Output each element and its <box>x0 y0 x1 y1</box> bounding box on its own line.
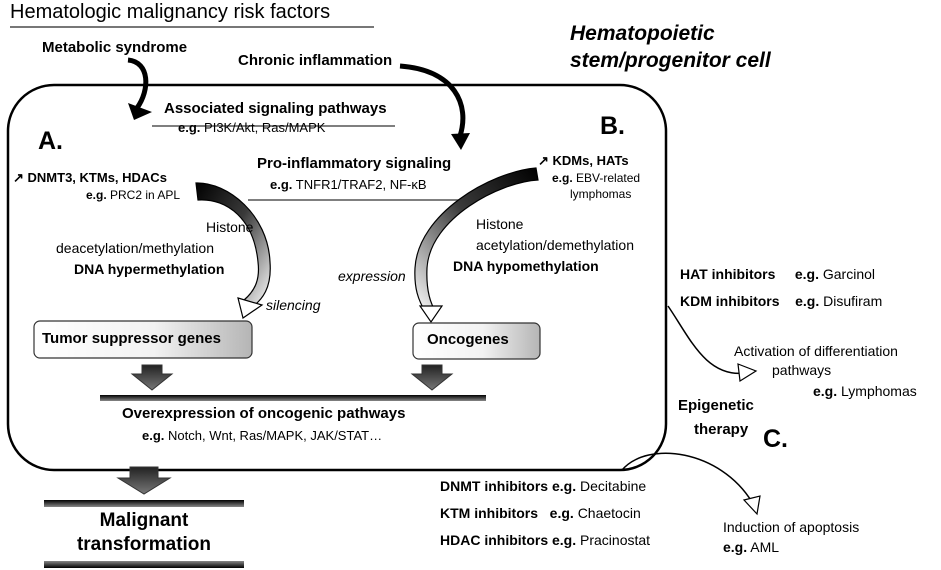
section-b-enzymes-text: KDMs, HATs <box>552 153 629 168</box>
section-b-eg: e.g. <box>552 171 573 185</box>
proinflammatory-examples: e.g. TNFR1/TRAF2, NF-κB <box>270 177 427 192</box>
overexpression-examples-text: Notch, Wnt, Ras/MAPK, JAK/STAT… <box>168 428 383 443</box>
section-c-label: C. <box>763 425 788 453</box>
apoptosis-line1: Induction of apoptosis <box>723 519 860 535</box>
metabolic-arrow <box>127 57 149 110</box>
activation-example-text: Lymphomas <box>841 383 917 399</box>
activation-arrow <box>667 305 747 375</box>
chronic-inflammation-label: Chronic inflammation <box>238 52 393 69</box>
proinflammatory-title: Pro-inflammatory signaling <box>257 155 452 172</box>
section-b-example: e.g. EBV-related <box>552 171 640 185</box>
overexpression-examples: e.g. Notch, Wnt, Ras/MAPK, JAK/STAT… <box>142 428 382 443</box>
metabolic-syndrome-label: Metabolic syndrome <box>42 39 188 56</box>
section-b-example-line2: lymphomas <box>570 187 632 201</box>
associated-pathways-title: Associated signaling pathways <box>164 100 387 117</box>
section-a-dna: DNA hypermethylation <box>74 261 225 277</box>
hdac-inhibitors-row: HDAC inhibitors e.g. Pracinostat <box>440 532 650 548</box>
apoptosis-arrow-head <box>742 495 761 516</box>
associated-examples-text: PI3K/Akt, Ras/MAPK <box>204 120 326 135</box>
section-a-mechanism: deacetylation/methylation <box>56 240 214 256</box>
expression-arrow-head <box>418 305 444 324</box>
malignant-top-bar <box>44 500 244 507</box>
apoptosis-eg: e.g. <box>723 539 748 555</box>
section-a-histone: Histone <box>206 219 254 235</box>
apoptosis-arrow <box>621 452 753 503</box>
dnmt-inhibitors-label: DNMT inhibitors <box>440 478 549 494</box>
up-arrow-icon: ↗ <box>538 153 549 168</box>
cell-title-line1: Hematopoietic <box>570 22 715 45</box>
inflammation-arrow-head <box>451 133 470 150</box>
hat-inhibitors-row: HAT inhibitors e.g. Garcinol <box>680 266 875 282</box>
ktm-example: Chaetocin <box>577 505 641 521</box>
malignant-down-arrow <box>116 466 172 495</box>
hdac-eg: e.g. <box>552 532 577 548</box>
section-b-histone: Histone <box>476 216 524 232</box>
metabolic-arrow-head <box>128 103 152 120</box>
section-a-label: A. <box>38 127 63 155</box>
hat-eg: e.g. <box>794 266 819 282</box>
kdm-inhibitors-label: KDM inhibitors <box>680 293 780 309</box>
proinflammatory-eg: e.g. <box>270 177 293 192</box>
section-a-example-text: PRC2 in APL <box>110 188 181 202</box>
ktm-eg: e.g. <box>549 505 574 521</box>
silencing-label: silencing <box>266 297 321 313</box>
inflammation-arrow <box>399 63 466 137</box>
hdac-example: Pracinostat <box>580 532 651 548</box>
hdac-inhibitors-label: HDAC inhibitors <box>440 532 549 548</box>
section-b-dna: DNA hypomethylation <box>453 258 599 274</box>
oncogenes-label: Oncogenes <box>427 331 509 348</box>
section-b-mechanism: acetylation/demethylation <box>476 237 634 253</box>
malignant-line2: transformation <box>76 534 212 555</box>
cell-title-line2: stem/progenitor cell <box>570 49 771 72</box>
tumor-suppressor-down-arrow <box>130 364 174 391</box>
overexpression-bar <box>100 395 486 401</box>
overexpression-title: Overexpression of oncogenic pathways <box>122 405 406 422</box>
tumor-suppressor-label: Tumor suppressor genes <box>42 330 221 347</box>
malignant-line1: Malignant <box>99 510 189 531</box>
oncogenes-box <box>412 322 541 360</box>
section-a-example: e.g. PRC2 in APL <box>86 188 180 202</box>
expression-label: expression <box>338 268 406 284</box>
malignant-bottom-bar <box>44 561 244 568</box>
activation-line1: Activation of differentiation <box>734 343 898 359</box>
section-b-enzymes: ↗ KDMs, HATs <box>538 153 629 169</box>
ktm-inhibitors-label: KTM inhibitors <box>440 505 538 521</box>
section-a-enzymes-text: DNMT3, KTMs, HDACs <box>27 170 167 185</box>
dnmt-example: Decitabine <box>580 478 647 494</box>
section-a-eg: e.g. <box>86 188 107 202</box>
associated-pathways-examples: e.g. PI3K/Akt, Ras/MAPK <box>178 120 325 135</box>
ktm-inhibitors-row: KTM inhibitors e.g. Chaetocin <box>440 505 641 521</box>
activation-arrow-head <box>737 363 758 383</box>
activation-line2: pathways <box>772 362 832 378</box>
kdm-example: Disufiram <box>823 293 883 309</box>
section-b-label: B. <box>600 112 625 140</box>
epigenetic-therapy-line2: therapy <box>694 421 749 438</box>
associated-eg: e.g. <box>178 120 201 135</box>
activation-eg: e.g. <box>813 383 838 399</box>
epigenetic-therapy-line1: Epigenetic <box>678 397 754 414</box>
dnmt-eg: e.g. <box>552 478 577 494</box>
apoptosis-example-text: AML <box>750 539 780 555</box>
silencing-arrow-head <box>237 297 264 319</box>
section-b-example-line1: EBV-related <box>576 171 641 185</box>
diagram-title: Hematologic malignancy risk factors <box>10 1 331 23</box>
apoptosis-example: e.g. AML <box>723 539 779 555</box>
up-arrow-icon: ↗ <box>13 170 24 185</box>
hat-inhibitors-label: HAT inhibitors <box>680 266 776 282</box>
proinflammatory-examples-text: TNFR1/TRAF2, NF-κB <box>295 177 427 192</box>
tumor-suppressor-box <box>33 320 253 359</box>
dnmt-inhibitors-row: DNMT inhibitors e.g. Decitabine <box>440 478 646 494</box>
activation-example: e.g. Lymphomas <box>813 383 917 399</box>
section-a-enzymes: ↗ DNMT3, KTMs, HDACs <box>13 170 167 186</box>
kdm-inhibitors-row: KDM inhibitors e.g. Disufiram <box>680 293 882 309</box>
kdm-eg: e.g. <box>795 293 820 309</box>
hat-example: Garcinol <box>822 266 876 282</box>
cell-boundary <box>6 83 668 472</box>
overexpression-eg: e.g. <box>142 428 165 443</box>
oncogenes-down-arrow <box>410 364 454 391</box>
